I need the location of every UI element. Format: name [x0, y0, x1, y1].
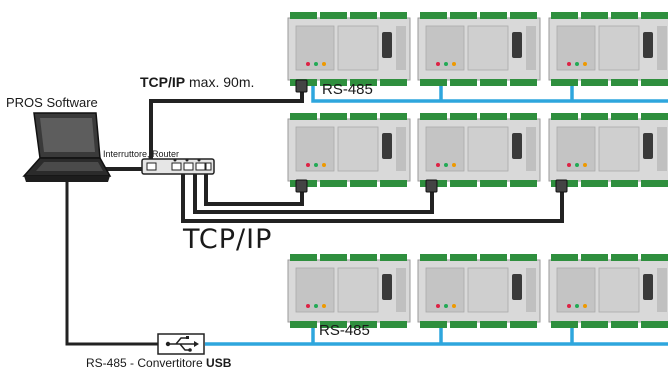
row-tcpip-board-2: [417, 113, 541, 187]
row-rs485-bottom-board-3: [548, 254, 668, 328]
rs485-bottom-bus: [205, 322, 668, 346]
rs485-cables: [205, 86, 668, 346]
laptop-icon: [22, 112, 112, 182]
cable-laptop-usb: [65, 180, 160, 346]
row-tcpip-board-1: [287, 113, 411, 187]
cable-router-mid-1: [204, 170, 304, 206]
usb-icon: [157, 333, 205, 355]
tcpip-distance-label: TCP/IP max. 90m.: [140, 74, 254, 90]
tcpip-label-rest: max. 90m.: [185, 74, 255, 90]
cable-router-mid-2: [193, 170, 434, 214]
network-switch-icon: [141, 158, 215, 175]
tcpip-label-bold: TCP/IP: [140, 74, 186, 90]
plug-top-1: [295, 79, 308, 93]
cable-router-mid-3: [181, 170, 564, 223]
plug-mid-2: [425, 179, 438, 193]
rs485-top-bus: [311, 86, 668, 103]
rs485-bottom-label: RS-485: [319, 322, 370, 339]
router-label: Interruttore, Router: [103, 149, 180, 159]
row-rs485-bottom-board-1: [287, 254, 411, 328]
rs485-top-label: RS-485: [322, 81, 373, 98]
tcpip-section-label: TCP/IP: [183, 224, 273, 255]
software-label: PROS Software: [6, 95, 98, 110]
cable-router-top-row: [149, 88, 304, 165]
row-rs485-top-board-3: [548, 12, 668, 86]
controller-boards: [287, 12, 668, 328]
plug-mid-1: [295, 179, 308, 193]
usb-converter-label: RS-485 - Convertitore USB: [86, 356, 231, 370]
plug-mid-3: [555, 179, 568, 193]
row-rs485-top-board-1: [287, 12, 411, 86]
tcpip-cables: [65, 88, 564, 346]
usb-label-bold: USB: [206, 356, 232, 370]
row-tcpip-board-3: [548, 113, 668, 187]
row-rs485-top-board-2: [417, 12, 541, 86]
connector-plugs: [295, 79, 568, 193]
row-rs485-bottom-board-2: [417, 254, 541, 328]
usb-label-prefix: RS-485 - Convertitore: [86, 356, 207, 370]
